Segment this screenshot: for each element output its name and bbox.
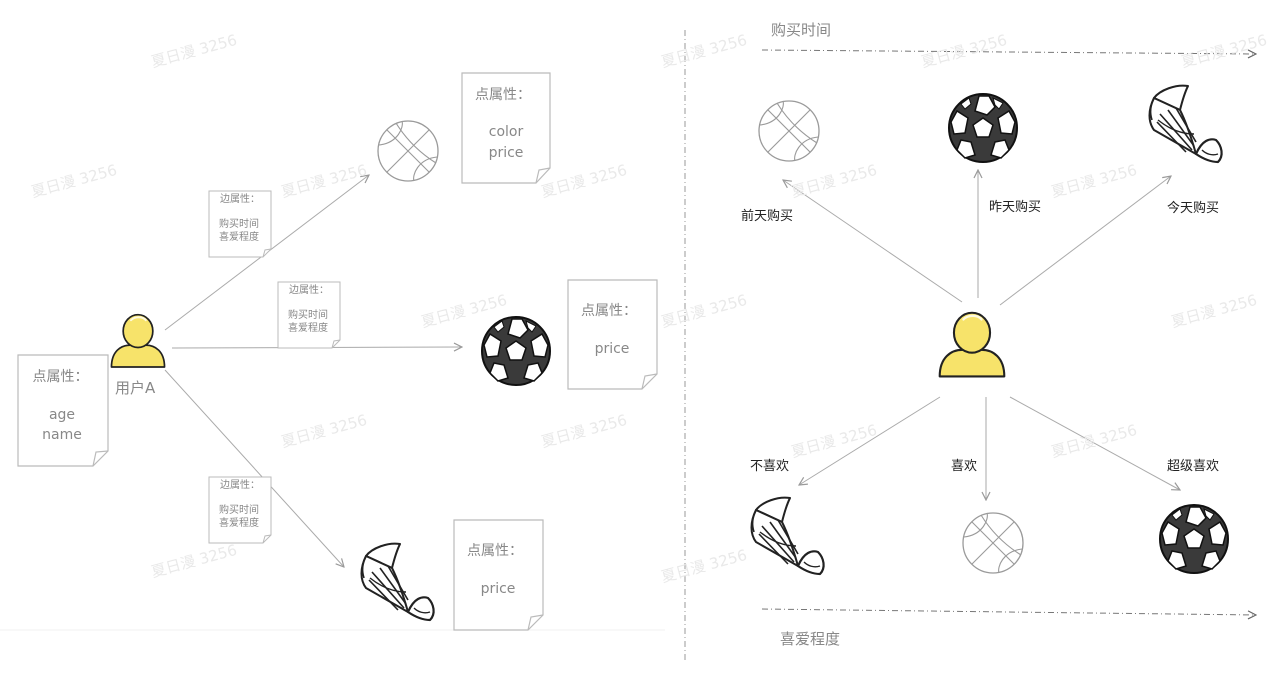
edge-note-2-box (277, 281, 341, 349)
edge-note-2-title: 边属性： (289, 285, 329, 296)
user-props-line-2: name (42, 427, 82, 443)
football-props-note (567, 279, 658, 390)
user-props-line-1: age (48, 407, 76, 423)
time-axis-label: 购买时间 (771, 21, 832, 39)
basketball-like-icon (962, 512, 1024, 574)
football-props-title: 点属性： (581, 303, 637, 319)
edge-note-3-line-2: 喜爱程度 (219, 518, 259, 529)
preference-axis-label: 喜爱程度 (780, 630, 841, 648)
shuttle-props-title: 点属性： (467, 543, 523, 559)
football-icon (481, 316, 551, 386)
basketball-props-title: 点属性： (475, 87, 531, 103)
basketball-props-line-2: price (488, 145, 524, 161)
edge-note-2-line-1: 购买时间 (288, 310, 328, 321)
edge-note-2-line-2: 喜爱程度 (288, 323, 328, 334)
edge-note-1-line-2: 喜爱程度 (219, 232, 259, 243)
basketball-props-line-1: color (488, 124, 524, 140)
label-yesterday: 昨天购买 (989, 200, 1042, 215)
shuttlecock-dislike-icon (750, 496, 825, 576)
user-a-icon (110, 313, 166, 368)
edge-dislike (799, 396, 941, 485)
label-dislike: 不喜欢 (750, 459, 790, 474)
edge-note-3-box (208, 476, 272, 544)
user-props-note (17, 354, 109, 467)
football-super-like-icon (1159, 504, 1229, 574)
edge-note-1-box (208, 190, 272, 258)
user-props-title: 点属性： (32, 369, 89, 385)
edge-day-before (783, 180, 963, 303)
label-like: 喜欢 (951, 459, 978, 474)
time-axis (761, 50, 1256, 54)
label-today: 今天购买 (1167, 201, 1220, 216)
shuttlecock-today-icon (1148, 84, 1223, 164)
shuttle-props-line-1: price (480, 581, 516, 597)
edge-shuttlecock (164, 369, 344, 567)
basketball-props-note (461, 72, 551, 184)
user-a-label: 用户A (115, 379, 156, 397)
football-props-line-1: price (594, 341, 630, 357)
basketball-day-before-icon (758, 100, 820, 162)
edge-note-1-title: 边属性： (220, 194, 260, 205)
edge-note-3-line-1: 购买时间 (219, 505, 259, 516)
label-super-like: 超级喜欢 (1167, 459, 1220, 474)
label-day-before: 前天购买 (741, 209, 794, 224)
football-yesterday-icon (948, 93, 1018, 163)
edge-note-1-line-1: 购买时间 (219, 219, 259, 230)
shuttle-props-note (453, 519, 544, 631)
preference-axis (761, 608, 1256, 615)
edge-super-like (1009, 396, 1180, 490)
edge-note-3-title: 边属性： (220, 480, 260, 491)
shuttlecock-icon (360, 542, 435, 622)
basketball-icon (377, 120, 439, 182)
edge-today (999, 176, 1171, 306)
user-center-icon (938, 311, 1006, 378)
